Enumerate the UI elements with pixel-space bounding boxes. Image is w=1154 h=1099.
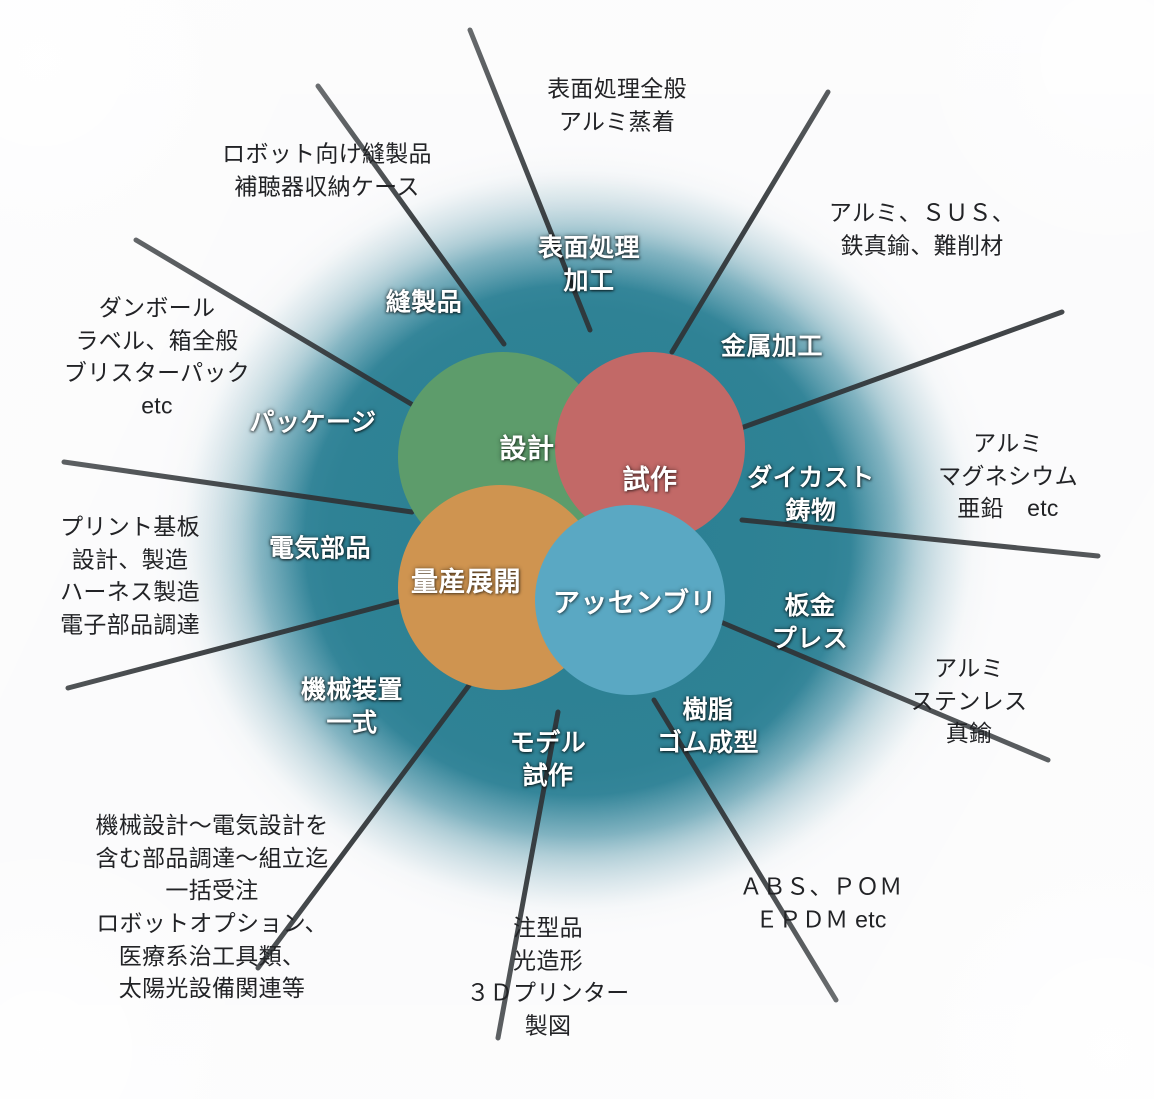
spoke-line — [61, 459, 415, 515]
detail-label-model: 注型品 光造形 ３Ｄプリンター 製図 — [466, 914, 630, 1039]
category-label-package[interactable]: パッケージ — [249, 408, 377, 437]
detail-label-diecast: アルミ マグネシウム 亜鉛 etc — [938, 430, 1078, 522]
category-label-diecast[interactable]: ダイカスト 鋳物 — [747, 464, 875, 525]
category-label-sewing[interactable]: 縫製品 — [385, 288, 463, 317]
venn-label-mass: 量産展開 — [411, 567, 521, 598]
category-label-model[interactable]: モデル 試作 — [509, 729, 587, 790]
category-label-surface[interactable]: 表面処理 加工 — [537, 234, 641, 295]
detail-label-package: ダンボール ラベル、箱全般 ブリスターパック etc — [63, 294, 251, 419]
category-label-electric[interactable]: 電気部品 — [268, 534, 372, 563]
category-label-resin[interactable]: 樹脂 ゴム成型 — [656, 696, 760, 757]
venn-label-prototype: 試作 — [622, 465, 678, 496]
detail-label-sewing: ロボット向け縫製品 補聴器収納ケース — [222, 140, 432, 199]
venn-circle-assembly[interactable] — [535, 505, 725, 695]
venn-label-assembly: アッセンブリ — [552, 588, 718, 619]
detail-label-resin: ＡＢＳ、ＰＯＭ ＥＰＤＭ etc — [739, 873, 903, 932]
venn-label-design: 設計 — [499, 434, 555, 465]
spoke-line — [669, 89, 831, 355]
category-label-sheetmetal[interactable]: 板金 プレス — [771, 592, 849, 653]
detail-label-surface: 表面処理全般 アルミ蒸着 — [547, 75, 687, 134]
category-label-metal[interactable]: 金属加工 — [720, 332, 824, 361]
detail-label-sheetmetal: アルミ ステンレス 真鍮 — [910, 655, 1028, 747]
detail-label-electric: プリント基板 設計、製造 ハーネス製造 電子部品調達 — [60, 513, 200, 638]
detail-label-machine: 機械設計〜電気設計を 含む部品調達〜組立迄 一括受注 ロボットオプション、 医療… — [95, 812, 329, 1002]
category-label-machine[interactable]: 機械装置 一式 — [300, 676, 404, 737]
detail-label-metal: アルミ、ＳＵＳ、 鉄真鍮、難削材 — [828, 199, 1016, 258]
